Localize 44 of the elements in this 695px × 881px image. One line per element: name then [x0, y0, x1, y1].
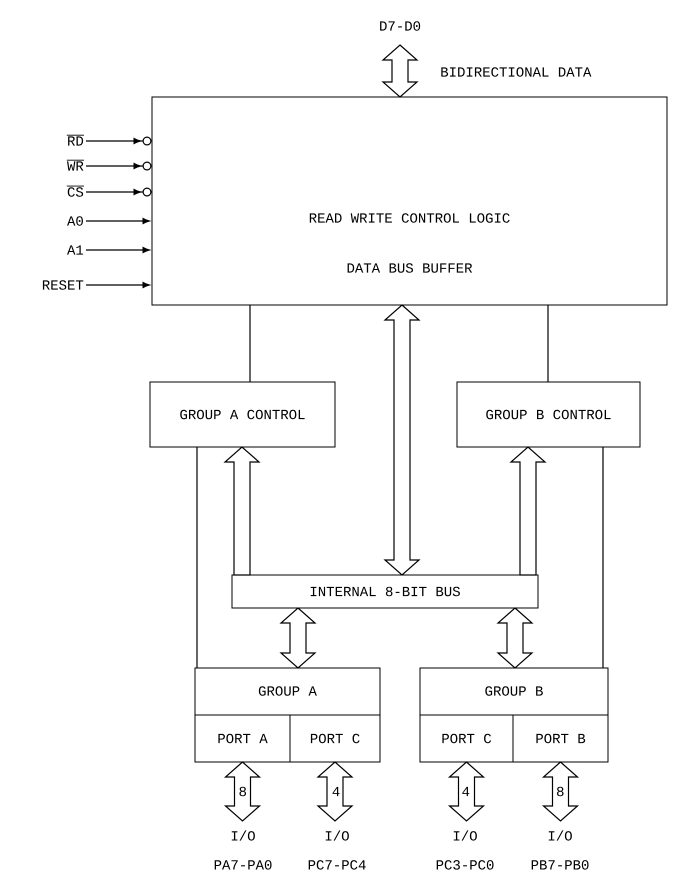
- logic-block: READ WRITE CONTROL LOGIC DATA BUS BUFFER: [152, 96, 668, 306]
- signal-arrow: [86, 136, 152, 146]
- bus-arrow: [224, 761, 262, 822]
- port-cell: PORT C: [290, 714, 380, 762]
- signal-line: [547, 305, 549, 382]
- bus-arrow: [223, 446, 261, 576]
- bus-band: INTERNAL 8-BIT BUS: [232, 574, 538, 608]
- signal-label: RESET: [42, 280, 84, 290]
- bus-arrow: [316, 761, 354, 822]
- bus-arrow: [509, 446, 547, 576]
- bus-arrow: [496, 607, 534, 669]
- signal-line: [196, 447, 198, 668]
- control-block: GROUP A CONTROL: [150, 382, 336, 448]
- pin-label: I/O PB7-PB0: [532, 830, 589, 870]
- bus-arrow: [448, 761, 486, 822]
- edge-label: 4: [332, 786, 340, 796]
- port-cell: PORT A: [194, 714, 290, 762]
- edge-label: 8: [556, 786, 564, 796]
- pin-label: D7-D0: [380, 21, 420, 31]
- signal-line: [602, 447, 604, 668]
- signal-line: [249, 305, 251, 382]
- signal-arrow: [86, 282, 150, 288]
- bus-arrow: [381, 44, 419, 98]
- port-cell: PORT B: [512, 714, 608, 762]
- signal-arrow: [86, 188, 152, 196]
- edge-label: 8: [239, 786, 246, 796]
- port-cell: PORT C: [420, 714, 514, 762]
- pin-label: I/O PC3-PC0: [436, 830, 494, 870]
- signal-arrow: [86, 246, 150, 254]
- control-block: GROUP B CONTROL: [456, 382, 640, 448]
- edge-label: BIDIRECTIONAL DATA: [441, 67, 592, 77]
- signal-arrow: [86, 218, 150, 224]
- bus-arrow: [383, 304, 421, 576]
- signal-label: A1: [67, 245, 84, 255]
- signal-arrow: [86, 162, 152, 170]
- signal-label: A0: [67, 216, 83, 226]
- signal-label: CS: [66, 186, 84, 197]
- edge-label: 4: [462, 786, 470, 796]
- pin-label: I/O PC7-PC4: [308, 830, 366, 870]
- signal-label: WR: [66, 160, 84, 171]
- bus-arrow: [542, 761, 580, 822]
- signal-label: RD: [66, 134, 84, 146]
- pin-label: I/O PA7-PA0: [214, 830, 272, 870]
- bus-arrow: [279, 607, 317, 669]
